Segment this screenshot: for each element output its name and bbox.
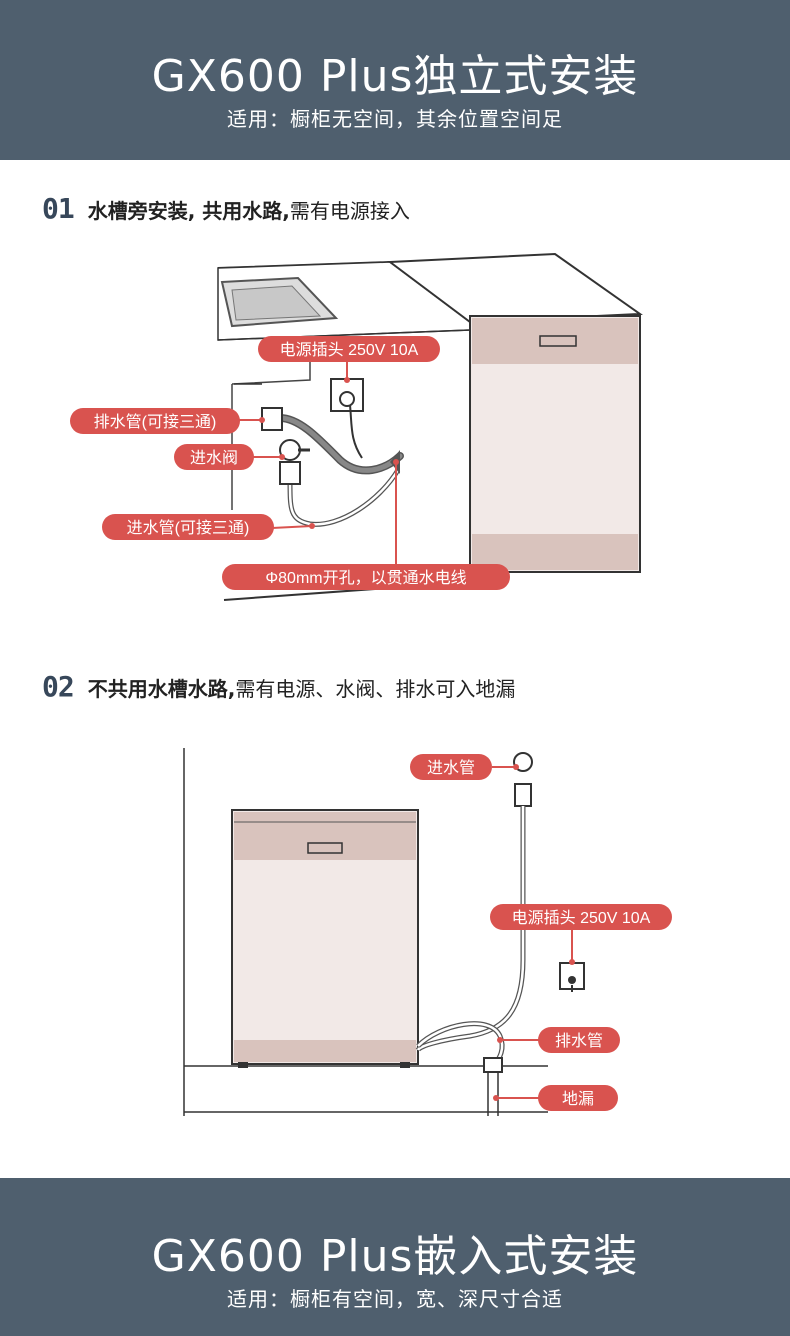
bottom-banner: GX600 Plus嵌入式安装 适用：橱柜有空间，宽、深尺寸合适 — [0, 1178, 790, 1336]
label-inlet-valve: 进水阀 — [174, 444, 254, 470]
step1-heading: 01 水槽旁安装, 共用水路, 需有电源接入 — [42, 192, 410, 225]
dishwasher-kickplate — [472, 534, 638, 570]
step2-text: 需有电源、水阀、排水可入地漏 — [235, 677, 516, 701]
step2-bold-text: 不共用水槽水路, — [87, 677, 236, 701]
step2-number: 02 — [42, 670, 75, 703]
svg-text:电源插头 250V 10A: 电源插头 250V 10A — [280, 341, 419, 359]
floor-drain — [483, 1057, 503, 1073]
step1-text: 需有电源接入 — [289, 199, 410, 223]
dishwasher-handle — [539, 335, 577, 347]
svg-text:进水阀: 进水阀 — [190, 449, 238, 467]
dishwasher-kickplate-2 — [234, 1040, 416, 1062]
label-floor-drain: 地漏 — [538, 1085, 618, 1111]
step1-number: 01 — [42, 192, 75, 225]
step2-illustration: 进水管 电源插头 250V 10A 排水管 地漏 — [183, 748, 672, 1116]
step2-heading: 02 不共用水槽水路, 需有电源、水阀、排水可入地漏 — [42, 670, 515, 703]
top-banner-title: GX600 Plus独立式安装 — [151, 51, 639, 102]
dishwasher-control-panel-2 — [234, 812, 416, 860]
top-banner-subtitle: 适用：橱柜无空间，其余位置空间足 — [227, 107, 563, 131]
label-drain-hose-2: 排水管 — [538, 1027, 620, 1053]
dishwasher-handle-2 — [307, 842, 343, 854]
label-hole: Φ80mm开孔，以贯通水电线 — [222, 564, 510, 590]
bottom-banner-subtitle: 适用：橱柜有空间，宽、深尺寸合适 — [227, 1287, 563, 1311]
bottom-banner-title: GX600 Plus嵌入式安装 — [151, 1231, 639, 1282]
dishwasher-control-panel — [472, 318, 638, 364]
label-power-plug-2: 电源插头 250V 10A — [490, 904, 672, 930]
svg-text:电源插头 250V 10A: 电源插头 250V 10A — [512, 909, 651, 927]
svg-text:排水管: 排水管 — [555, 1032, 603, 1050]
label-power-plug: 电源插头 250V 10A — [258, 336, 440, 362]
svg-text:排水管(可接三通): 排水管(可接三通) — [94, 413, 217, 431]
step1-illustration: 电源插头 250V 10A 排水管(可接三通) 进水阀 进水管(可接三通) Φ8… — [70, 252, 643, 601]
dishwasher-top — [387, 252, 643, 324]
inlet-hose — [287, 468, 401, 527]
svg-text:进水管(可接三通): 进水管(可接三通) — [127, 519, 250, 537]
label-drain-hose: 排水管(可接三通) — [70, 408, 240, 434]
label-inlet-hose: 进水管(可接三通) — [102, 514, 274, 540]
top-banner: GX600 Plus独立式安装 适用：橱柜无空间，其余位置空间足 — [0, 0, 790, 160]
svg-text:进水管: 进水管 — [427, 759, 475, 777]
label-inlet-hose-2: 进水管 — [410, 754, 492, 780]
svg-text:地漏: 地漏 — [562, 1090, 594, 1108]
step1-bold-text: 水槽旁安装, 共用水路, — [87, 199, 290, 223]
svg-text:Φ80mm开孔，以贯通水电线: Φ80mm开孔，以贯通水电线 — [265, 569, 466, 587]
